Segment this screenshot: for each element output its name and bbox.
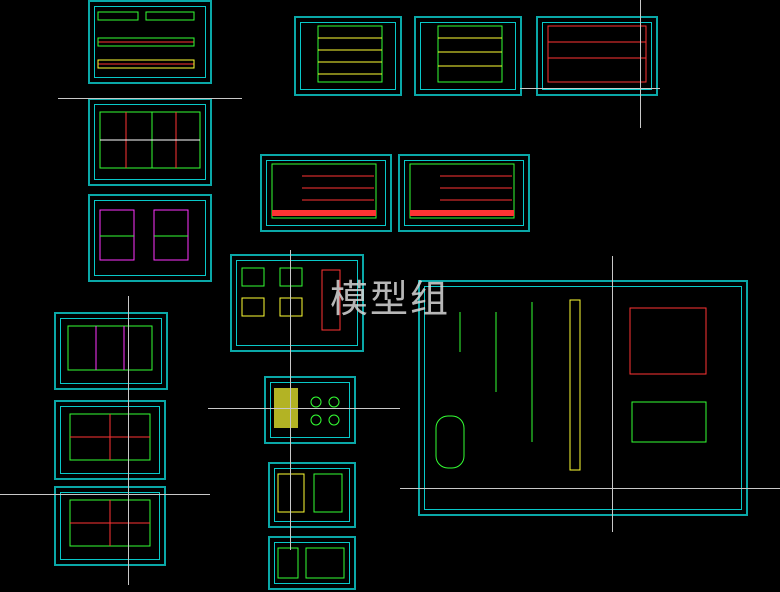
sheet-linework [409, 163, 515, 219]
sheet-linework [99, 209, 189, 261]
drawing-sheet-floor-plan-1[interactable] [88, 98, 212, 186]
sheet-inner-border [300, 22, 396, 90]
sheet-inner-border [60, 318, 162, 384]
sheet-linework [277, 473, 343, 513]
sheet-inner-border [236, 260, 358, 346]
crosshair-vertical [612, 256, 613, 532]
drawing-sheet-details-2[interactable] [264, 376, 356, 444]
crosshair-vertical [640, 0, 641, 128]
sheet-inner-border [60, 492, 160, 560]
sheet-inner-border [94, 6, 206, 78]
sheet-inner-border [420, 22, 516, 90]
drawing-sheet-section-2[interactable] [398, 154, 530, 232]
crosshair-horizontal [208, 408, 400, 409]
drawing-sheet-plan-strips[interactable] [88, 0, 212, 84]
drawing-sheet-plan-b[interactable] [54, 400, 166, 480]
sheet-linework [97, 11, 195, 69]
sheet-inner-border [60, 406, 160, 474]
drawing-sheet-elevation-1[interactable] [294, 16, 402, 96]
sheet-linework [437, 25, 503, 83]
crosshair-horizontal [400, 488, 780, 489]
drawing-sheet-section-1[interactable] [260, 154, 392, 232]
crosshair-horizontal [0, 494, 210, 495]
crosshair-vertical [290, 250, 291, 550]
sheet-linework [277, 547, 345, 579]
sheet-inner-border [94, 200, 206, 276]
drawing-sheet-elevation-2[interactable] [414, 16, 522, 96]
sheet-linework [271, 163, 377, 219]
sheet-linework [99, 111, 201, 169]
drawing-sheet-plan-a[interactable] [54, 312, 168, 390]
drawing-sheet-elevation-3[interactable] [536, 16, 658, 96]
sheet-inner-border [542, 22, 652, 90]
sheet-linework [317, 25, 383, 83]
crosshair-horizontal [520, 88, 660, 89]
crosshair-vertical [128, 296, 129, 585]
sheet-inner-border [424, 286, 742, 510]
watermark-text: 模型组 [330, 277, 451, 321]
sheet-inner-border [274, 468, 350, 522]
sheet-inner-border [266, 160, 386, 226]
drawing-sheet-details-1[interactable] [230, 254, 364, 352]
sheet-linework [435, 299, 707, 471]
sheet-linework [69, 499, 151, 547]
drawing-sheet-details-large[interactable] [418, 280, 748, 516]
drawing-sheet-details-3[interactable] [268, 462, 356, 528]
sheet-inner-border [274, 542, 350, 584]
sheet-inner-border [404, 160, 524, 226]
sheet-linework [241, 267, 341, 331]
drawing-sheet-floor-plan-2[interactable] [88, 194, 212, 282]
drawing-sheet-plan-c[interactable] [54, 486, 166, 566]
sheet-linework [69, 413, 151, 461]
sheet-linework [547, 25, 647, 83]
crosshair-horizontal [58, 98, 242, 99]
sheet-inner-border [270, 382, 350, 438]
sheet-linework [67, 325, 153, 371]
sheet-inner-border [94, 104, 206, 180]
drawing-sheet-details-4[interactable] [268, 536, 356, 590]
